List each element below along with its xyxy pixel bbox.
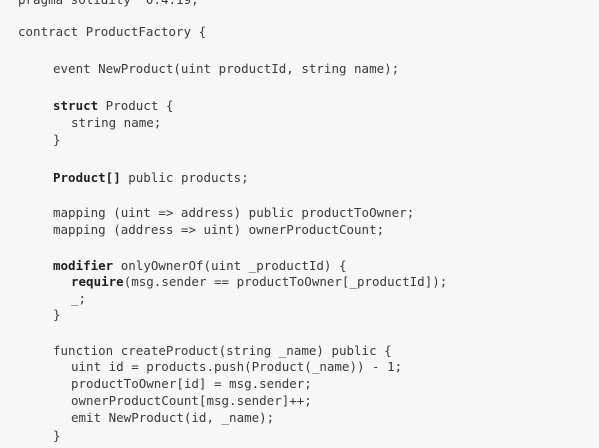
products-array-rest: public products;	[120, 170, 249, 185]
code-line-modifier-close: }	[53, 307, 61, 322]
code-line-assign-owner: productToOwner[id] = msg.sender;	[71, 376, 312, 391]
code-line-increment-count: ownerProductCount[msg.sender]++;	[71, 393, 312, 408]
code-line-pragma-partial: pragma solidity ^0.4.19;	[18, 0, 199, 8]
code-line-event-declaration: event NewProduct(uint productId, string …	[53, 61, 400, 76]
code-line-function-declaration: function createProduct(string _name) pub…	[53, 343, 392, 358]
keyword-modifier: modifier	[53, 258, 114, 273]
modifier-signature: onlyOwnerOf(uint _productId) {	[113, 258, 347, 273]
code-line-modifier-declaration: modifier onlyOwnerOf(uint _productId) {	[53, 257, 347, 274]
code-line-contract-declaration: contract ProductFactory {	[18, 24, 207, 39]
code-line-placeholder: _;	[71, 291, 87, 306]
code-line-mapping-owner: mapping (uint => address) public product…	[53, 205, 415, 220]
code-line-mapping-count: mapping (address => uint) ownerProductCo…	[53, 222, 385, 237]
code-line-products-array: Product[] public products;	[53, 169, 249, 186]
require-condition: (msg.sender == productToOwner[_productId…	[123, 274, 448, 289]
keyword-struct: struct	[53, 98, 99, 113]
code-line-struct-field: string name;	[71, 115, 162, 130]
keyword-product-array: Product[]	[53, 170, 121, 185]
code-line-assign-id: uint id = products.push(Product(_name)) …	[71, 359, 403, 374]
code-line-function-close: }	[53, 428, 61, 443]
code-line-require: require(msg.sender == productToOwner[_pr…	[71, 273, 447, 290]
struct-name: Product {	[98, 98, 174, 113]
code-line-struct-close: }	[53, 132, 61, 147]
code-line-struct-declaration: struct Product {	[53, 97, 173, 114]
keyword-require: require	[71, 274, 124, 289]
code-line-emit-event: emit NewProduct(id, _name);	[71, 410, 275, 425]
